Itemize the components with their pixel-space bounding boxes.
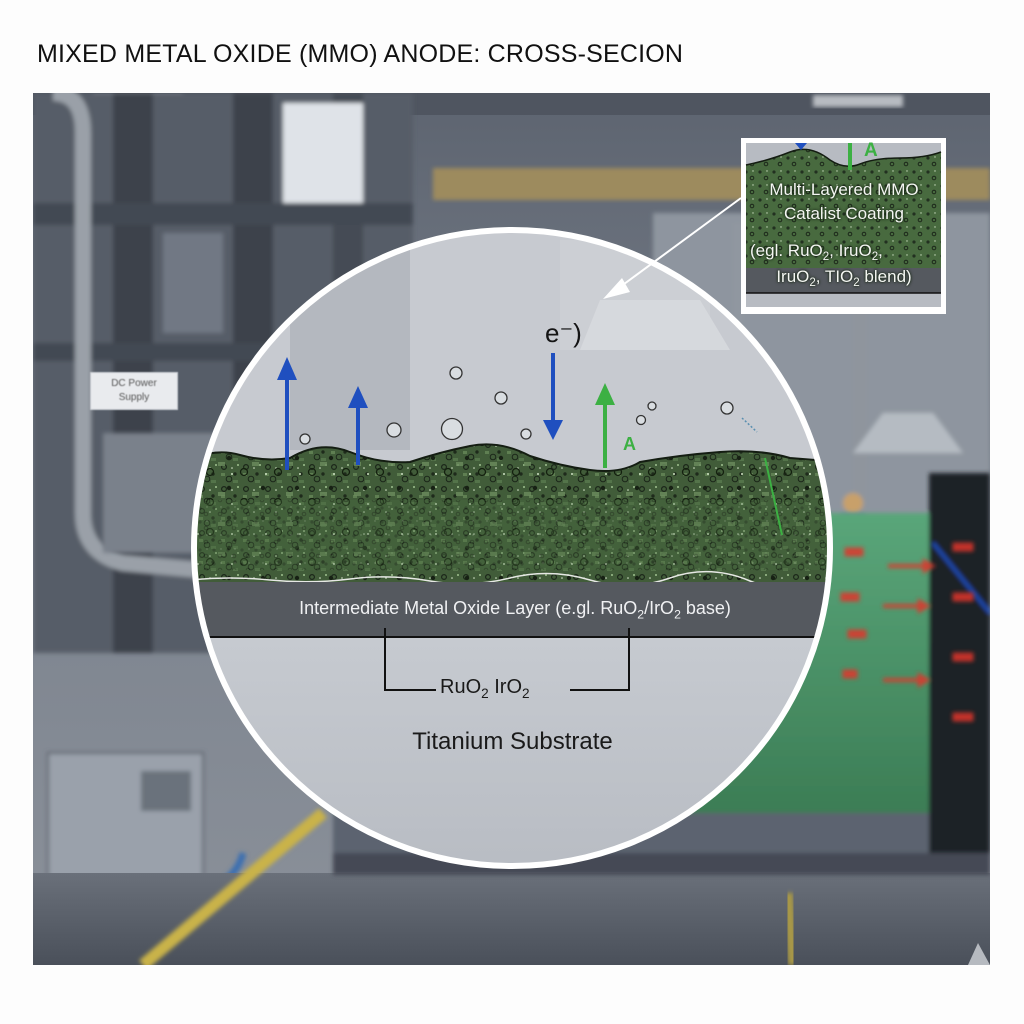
inset-line1: Multi-Layered MMO (769, 180, 919, 199)
inset-line4-a: IruO (776, 267, 810, 286)
inset-line3-b: , IruO (829, 241, 872, 260)
inset-line3-sub2: 2 (871, 251, 879, 264)
layer-sub1: 2 (637, 607, 645, 622)
inset-line4-b: , TIO (815, 267, 854, 286)
layer-label-suffix: base) (680, 598, 731, 618)
inset-line4-sub2: 2 (853, 277, 860, 290)
electron-label: e⁻) (545, 318, 582, 348)
inset-line3-a: (egl. RuO (750, 241, 823, 260)
page-title: MIXED METAL OXIDE (MMO) ANODE: CROSS-SEC… (37, 40, 684, 68)
bracket-label: RuO2 IrO2 (440, 676, 530, 701)
inset-line3-c: , (878, 241, 883, 260)
ruo-text: RuO (440, 676, 482, 698)
dc-power-line1: DC Power (111, 378, 157, 389)
green-arrow-label: A (623, 434, 636, 454)
iro-sub: 2 (522, 685, 530, 701)
iro-text: IrO (488, 676, 523, 698)
inset-line2: Catalist Coating (783, 204, 904, 223)
inset-line3-sub1: 2 (822, 251, 830, 264)
inset-line4-c: blend) (859, 267, 912, 286)
inset-green-label: A (864, 140, 878, 161)
intermediate-layer-label: Intermediate Metal Oxide Layer (e.gl. Ru… (190, 598, 840, 621)
layer-label-prefix: Intermediate Metal Oxide Layer (e.gl. Ru… (299, 598, 638, 618)
inset-line4: IruO2, TIO2 blend) (746, 266, 942, 294)
inset-line3: (egl. RuO2, IruO2, (750, 240, 946, 268)
inset-line4-sub1: 2 (809, 277, 816, 290)
substrate-label: Titanium Substrate (412, 728, 613, 755)
dc-power-line2: Supply (118, 392, 150, 403)
ruo-sub: 2 (481, 685, 489, 701)
dc-power-supply-sign: DC Power Supply (90, 372, 178, 410)
layer-sub2: 2 (674, 607, 681, 622)
layer-label-mid: /IrO (644, 598, 675, 618)
